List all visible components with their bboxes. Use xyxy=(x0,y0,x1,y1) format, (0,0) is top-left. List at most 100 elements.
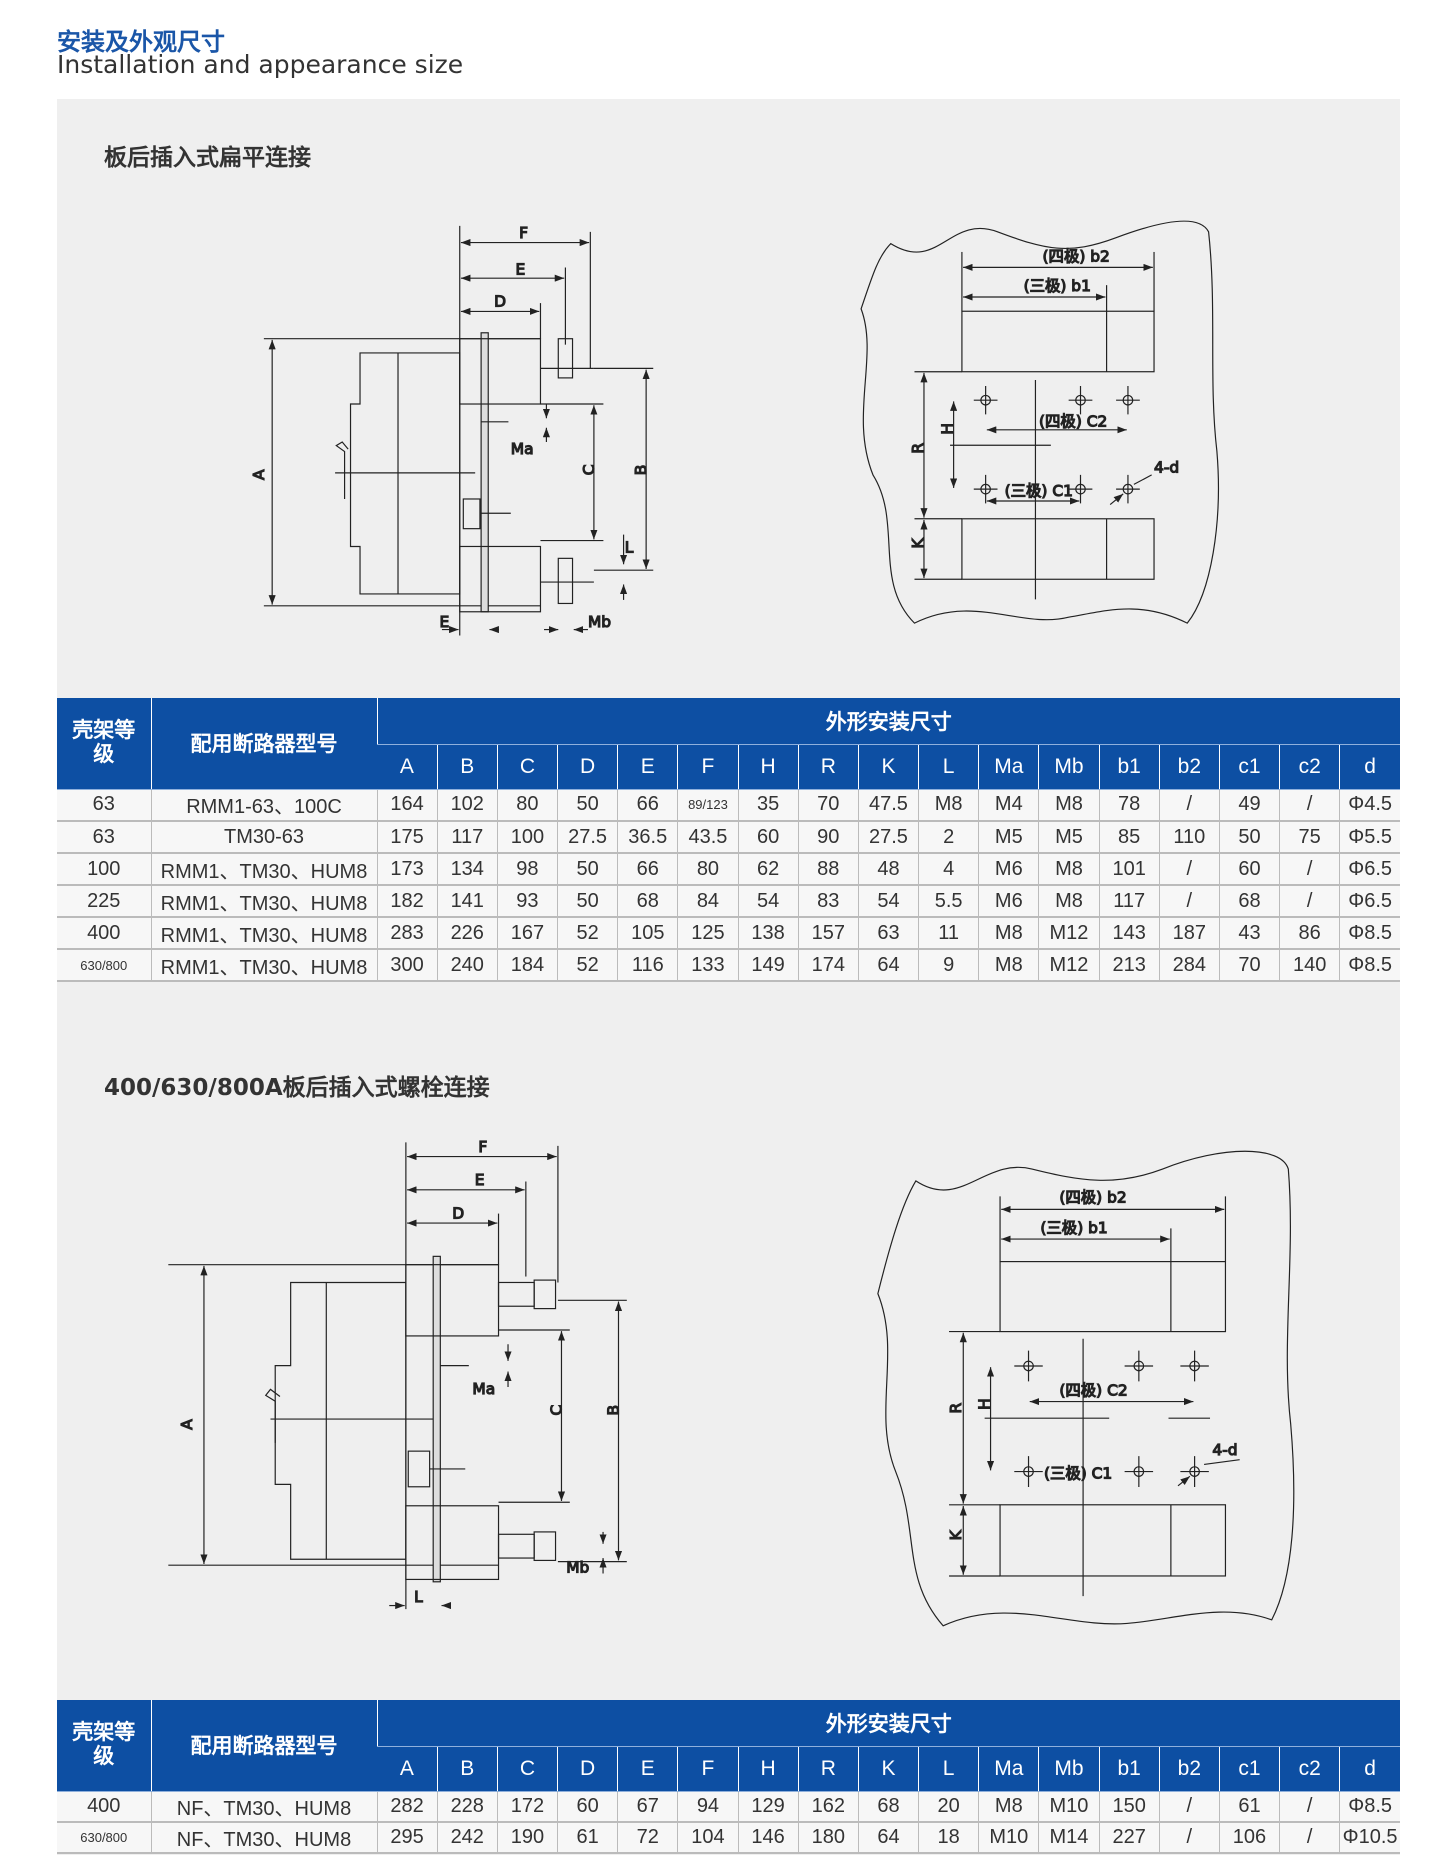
table-cell: RMM1、TM30、HUM8 xyxy=(150,853,377,886)
dim-label-h: H xyxy=(938,423,956,435)
header-col-c2: c2 xyxy=(1279,744,1340,790)
table-cell: / xyxy=(1279,789,1340,822)
table-cell: / xyxy=(1279,853,1340,886)
table-cell: Φ8.5 xyxy=(1339,1791,1400,1823)
table-cell: 172 xyxy=(496,1791,558,1823)
table-cell: / xyxy=(1158,885,1220,918)
dim-label-a: A xyxy=(178,1419,196,1430)
table-cell: 240 xyxy=(436,949,498,982)
header-frame: 壳架等级 xyxy=(57,1700,151,1792)
table-cell: 225 xyxy=(57,885,151,918)
table-cell: 11 xyxy=(918,917,979,950)
table-cell: 227 xyxy=(1098,1822,1160,1854)
table-cell: 9 xyxy=(918,949,979,982)
header-model: 配用断路器型号 xyxy=(150,1700,377,1792)
table-cell: 5.5 xyxy=(918,885,979,918)
table-cell: 110 xyxy=(1158,821,1220,854)
table-cell: 106 xyxy=(1218,1822,1280,1854)
table-cell: 117 xyxy=(436,821,498,854)
dim-label-ma: Ma xyxy=(511,440,534,458)
dim-label-e: E xyxy=(475,1171,485,1189)
table-cell: 18 xyxy=(918,1822,979,1854)
table-cell: 140 xyxy=(1279,949,1340,982)
dim-label-b2: (四极) b2 xyxy=(1059,1188,1126,1206)
header-col-Mb: Mb xyxy=(1038,744,1100,790)
table-cell: Φ6.5 xyxy=(1339,885,1400,918)
table-cell: 226 xyxy=(436,917,498,950)
table-cell: M8 xyxy=(1038,853,1100,886)
table-cell: TM30-63 xyxy=(150,821,377,854)
table-cell: M8 xyxy=(978,1791,1039,1823)
table-cell: 60 xyxy=(1218,853,1280,886)
dim-label-e-bottom: E xyxy=(440,613,450,631)
table-cell: M14 xyxy=(1038,1822,1100,1854)
table-cell: M10 xyxy=(1038,1791,1100,1823)
dim-label-mb: Mb xyxy=(566,1558,589,1576)
table-cell: 101 xyxy=(1098,853,1160,886)
table-cell: 300 xyxy=(376,949,438,982)
table-cell: RMM1、TM30、HUM8 xyxy=(150,949,377,982)
dim-label-a: A xyxy=(250,469,268,480)
dim-label-c: C xyxy=(547,1405,565,1416)
table-cell: 27.5 xyxy=(857,821,919,854)
table-cell: Φ8.5 xyxy=(1339,917,1400,950)
table-cell: 62 xyxy=(737,853,799,886)
dim-label-r: R xyxy=(947,1402,965,1413)
table-cell: 50 xyxy=(557,885,618,918)
table-cell: 4 xyxy=(918,853,979,886)
table-cell: 85 xyxy=(1098,821,1160,854)
table-cell: Φ8.5 xyxy=(1339,949,1400,982)
table-cell: 66 xyxy=(617,789,678,822)
table-cell: / xyxy=(1279,1822,1340,1854)
header-col-K: K xyxy=(857,744,919,790)
dim-label-b: B xyxy=(632,465,650,476)
header-col-D: D xyxy=(557,744,618,790)
table-cell: 149 xyxy=(737,949,799,982)
table-cell: 64 xyxy=(857,949,919,982)
table-cell: 84 xyxy=(677,885,739,918)
header-col-F: F xyxy=(677,1746,739,1792)
table-cell: 89/123 xyxy=(677,789,739,822)
table-cell: 75 xyxy=(1279,821,1340,854)
table-cell: 64 xyxy=(857,1822,919,1854)
table-cell: 61 xyxy=(557,1822,618,1854)
table-cell: 175 xyxy=(376,821,438,854)
header-col-B: B xyxy=(436,1746,498,1792)
dim-label-b1: (三极) b1 xyxy=(1040,1219,1107,1237)
table-cell: 125 xyxy=(677,917,739,950)
header-col-d: d xyxy=(1339,1746,1400,1792)
dim-label-k: K xyxy=(947,1529,965,1540)
dim-label-k: K xyxy=(909,537,927,548)
table-cell: / xyxy=(1158,1791,1220,1823)
table-cell: 50 xyxy=(1218,821,1280,854)
dim-label-c1: (三极) C1 xyxy=(1044,1465,1112,1483)
table-cell: 68 xyxy=(1218,885,1280,918)
dim-label-h: H xyxy=(975,1398,993,1410)
table-cell: 182 xyxy=(376,885,438,918)
table-cell: 146 xyxy=(737,1822,799,1854)
table-cell: 60 xyxy=(737,821,799,854)
header-col-R: R xyxy=(797,1746,859,1792)
mount-holes xyxy=(1014,1350,1209,1487)
table-cell: 228 xyxy=(436,1791,498,1823)
dim-label-l: L xyxy=(625,538,634,556)
table-cell: 167 xyxy=(496,917,558,950)
table-cell: Φ6.5 xyxy=(1339,853,1400,886)
table-cell: 98 xyxy=(496,853,558,886)
dim-label-d: D xyxy=(452,1204,464,1222)
table-cell: / xyxy=(1158,789,1220,822)
table-cell: 48 xyxy=(857,853,919,886)
dim-label-d-holes: 4-d xyxy=(1212,1441,1237,1459)
table-cell: 400 xyxy=(57,917,151,950)
dim-label-mb: Mb xyxy=(588,613,611,631)
table-cell: 80 xyxy=(677,853,739,886)
table-cell: 50 xyxy=(557,789,618,822)
header-col-b1: b1 xyxy=(1098,1746,1160,1792)
header-col-A: A xyxy=(377,744,438,790)
